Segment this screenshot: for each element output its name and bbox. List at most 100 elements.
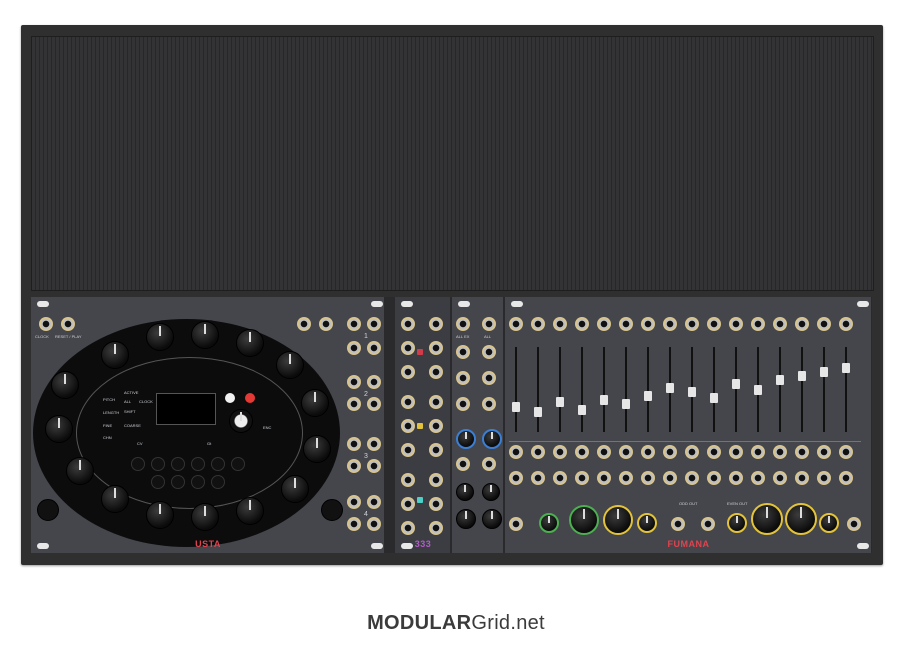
jack[interactable]: [429, 419, 443, 433]
jack[interactable]: [482, 345, 496, 359]
knob[interactable]: [482, 483, 500, 501]
band-slider[interactable]: [622, 347, 630, 432]
jack[interactable]: [575, 317, 589, 331]
jack[interactable]: [429, 341, 443, 355]
band-slider[interactable]: [842, 347, 850, 432]
row-jack[interactable]: [367, 375, 381, 389]
row-jack[interactable]: [347, 341, 361, 355]
jack[interactable]: [401, 473, 415, 487]
jack[interactable]: [839, 445, 853, 459]
band-slider[interactable]: [798, 347, 806, 432]
jack[interactable]: [619, 471, 633, 485]
jack[interactable]: [847, 517, 861, 531]
blue-knob[interactable]: [456, 429, 476, 449]
jack[interactable]: [817, 445, 831, 459]
all-ex-jack[interactable]: [456, 317, 470, 331]
row-jack[interactable]: [367, 517, 381, 531]
band-slider[interactable]: [556, 347, 564, 432]
jack[interactable]: [401, 341, 415, 355]
row-jack[interactable]: [347, 397, 361, 411]
jack[interactable]: [795, 445, 809, 459]
pad-button[interactable]: [211, 475, 225, 489]
band-slider[interactable]: [600, 347, 608, 432]
jack[interactable]: [641, 445, 655, 459]
row-jack[interactable]: [347, 517, 361, 531]
jack[interactable]: [729, 317, 743, 331]
step-knob[interactable]: [45, 415, 73, 443]
band-slider[interactable]: [512, 347, 520, 432]
step-knob[interactable]: [191, 503, 219, 531]
row-jack[interactable]: [347, 459, 361, 473]
encoder-knob[interactable]: [229, 409, 253, 433]
step-knob[interactable]: [146, 323, 174, 351]
jack[interactable]: [729, 445, 743, 459]
knob[interactable]: [482, 509, 502, 529]
row-jack[interactable]: [367, 341, 381, 355]
pad-button[interactable]: [231, 457, 245, 471]
pad-button[interactable]: [171, 457, 185, 471]
band-slider[interactable]: [732, 347, 740, 432]
row-jack[interactable]: [347, 495, 361, 509]
left-play-button[interactable]: [37, 499, 59, 521]
jack[interactable]: [509, 445, 523, 459]
blue-knob[interactable]: [482, 429, 502, 449]
step-knob[interactable]: [66, 457, 94, 485]
row-jack[interactable]: [367, 437, 381, 451]
band-slider[interactable]: [820, 347, 828, 432]
step-knob[interactable]: [301, 389, 329, 417]
jack[interactable]: [553, 445, 567, 459]
clock-jack[interactable]: [39, 317, 53, 331]
jack[interactable]: [641, 471, 655, 485]
jack[interactable]: [429, 395, 443, 409]
jack[interactable]: [401, 317, 415, 331]
pad-button[interactable]: [171, 475, 185, 489]
row-jack[interactable]: [347, 317, 361, 331]
band-slider[interactable]: [578, 347, 586, 432]
jack[interactable]: [531, 317, 545, 331]
row-jack[interactable]: [367, 495, 381, 509]
jack[interactable]: [773, 445, 787, 459]
jack[interactable]: [685, 317, 699, 331]
green-knob-large[interactable]: [569, 505, 599, 535]
step-knob[interactable]: [281, 475, 309, 503]
jack[interactable]: [553, 317, 567, 331]
band-slider[interactable]: [666, 347, 674, 432]
jack[interactable]: [401, 497, 415, 511]
row-jack[interactable]: [347, 437, 361, 451]
jack[interactable]: [773, 317, 787, 331]
jack[interactable]: [663, 445, 677, 459]
jack[interactable]: [482, 457, 496, 471]
jack[interactable]: [795, 471, 809, 485]
pad-button[interactable]: [151, 475, 165, 489]
jack[interactable]: [619, 445, 633, 459]
jack[interactable]: [751, 471, 765, 485]
reset-play-jack[interactable]: [61, 317, 75, 331]
jack[interactable]: [429, 317, 443, 331]
row-jack[interactable]: [367, 397, 381, 411]
yellow-knob-large[interactable]: [785, 503, 817, 535]
step-knob[interactable]: [276, 351, 304, 379]
jack[interactable]: [509, 471, 523, 485]
step-knob[interactable]: [191, 321, 219, 349]
right-play-button[interactable]: [321, 499, 343, 521]
band-slider[interactable]: [644, 347, 652, 432]
jack[interactable]: [663, 317, 677, 331]
jack[interactable]: [685, 471, 699, 485]
jack[interactable]: [773, 471, 787, 485]
jack[interactable]: [597, 471, 611, 485]
jack[interactable]: [839, 317, 853, 331]
jack[interactable]: [685, 445, 699, 459]
pad-button[interactable]: [191, 457, 205, 471]
yellow-knob-large[interactable]: [751, 503, 783, 535]
step-knob[interactable]: [101, 341, 129, 369]
knob[interactable]: [456, 483, 474, 501]
odd-out-jack[interactable]: [701, 517, 715, 531]
step-knob[interactable]: [303, 435, 331, 463]
knob[interactable]: [456, 509, 476, 529]
pad-button[interactable]: [151, 457, 165, 471]
jack[interactable]: [707, 445, 721, 459]
row-jack[interactable]: [367, 317, 381, 331]
jack[interactable]: [729, 471, 743, 485]
jack[interactable]: [429, 497, 443, 511]
jack[interactable]: [429, 365, 443, 379]
